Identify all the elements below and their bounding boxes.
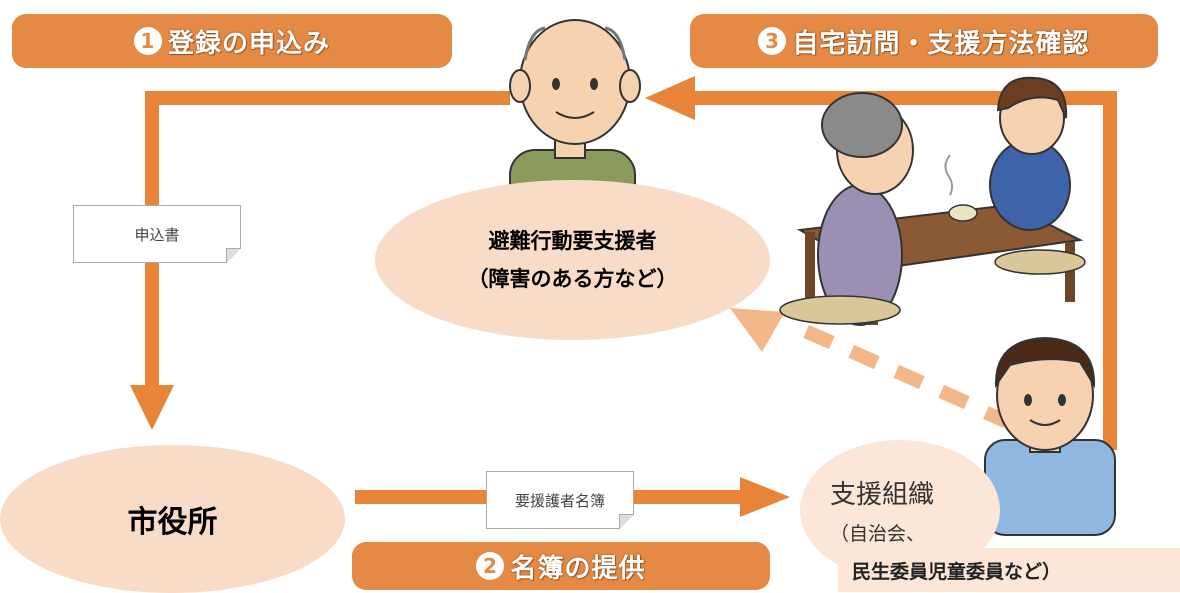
arrow-register-head <box>130 385 174 430</box>
arrow-visit <box>690 91 1117 450</box>
doc-application-label: 申込書 <box>134 225 180 244</box>
step2-text: 名簿の提供 <box>510 553 646 584</box>
node-person: 避難行動要支援者 （障害のある方など） <box>375 180 770 340</box>
arrow-register <box>145 91 510 390</box>
banner-step3: 3 自宅訪問・支援方法確認 <box>690 14 1158 68</box>
org-title: 支援組織 <box>830 480 935 510</box>
home-visit-illustration <box>779 76 1086 326</box>
org-extra-text: 民生委員児童委員など） <box>852 560 1062 583</box>
young-man-illustration <box>984 336 1116 536</box>
org-extra: 民生委員児童委員など） <box>838 548 1180 592</box>
doc-roster-label: 要援護者名簿 <box>514 491 605 510</box>
arrow-support-dashed <box>730 308 1009 428</box>
org-sub: （自治会、 <box>830 523 926 545</box>
city-label: 市役所 <box>127 505 218 540</box>
step1-text: 登録の申込み <box>167 28 330 59</box>
node-city-hall: 市役所 <box>0 445 345 593</box>
step3-text: 自宅訪問・支援方法確認 <box>792 28 1090 59</box>
arrow-visit-head <box>645 76 695 120</box>
banner-step2: 2 名簿の提供 <box>352 542 770 590</box>
step2-number: 2 <box>476 552 505 580</box>
person-line2: （障害のある方など） <box>467 267 678 291</box>
step3-number: 3 <box>758 27 787 55</box>
person-line1: 避難行動要支援者 <box>488 229 657 253</box>
doc-application: 申込書 <box>73 205 241 263</box>
step1-number: 1 <box>133 27 162 55</box>
arrow-roster-head <box>740 477 790 517</box>
doc-roster: 要援護者名簿 <box>486 471 634 529</box>
banner-step1: 1 登録の申込み <box>12 14 452 68</box>
